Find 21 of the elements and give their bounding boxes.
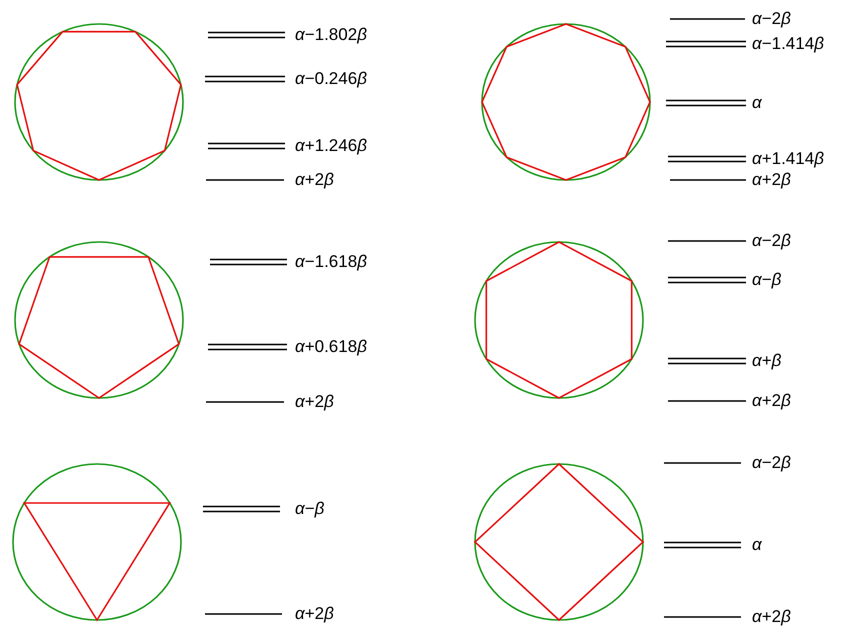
energy-label: α+2β [295,392,334,412]
energy-label: α−1.618β [295,252,367,272]
energy-label: α+2β [295,604,334,624]
energy-label: α+2β [295,170,334,190]
energy-label: α−1.802β [295,25,367,45]
energy-label: α+1.246β [295,136,367,156]
energy-label: α+β [752,351,782,371]
energy-label: α−1.414β [752,34,824,54]
energy-label: α+2β [752,170,791,190]
energy-label: α+2β [752,607,791,627]
energy-label: α+0.618β [295,337,367,357]
energy-label: α−β [295,499,324,519]
energy-label: α−0.246β [295,69,367,89]
energy-label: α+2β [752,391,791,411]
energy-label: α [752,93,762,113]
energy-label: α−2β [752,453,791,473]
energy-label: α+1.414β [752,149,824,169]
energy-label: α−2β [752,231,791,251]
energy-label: α [752,535,762,555]
energy-label: α−2β [752,9,791,29]
energy-label: α−β [752,270,782,290]
